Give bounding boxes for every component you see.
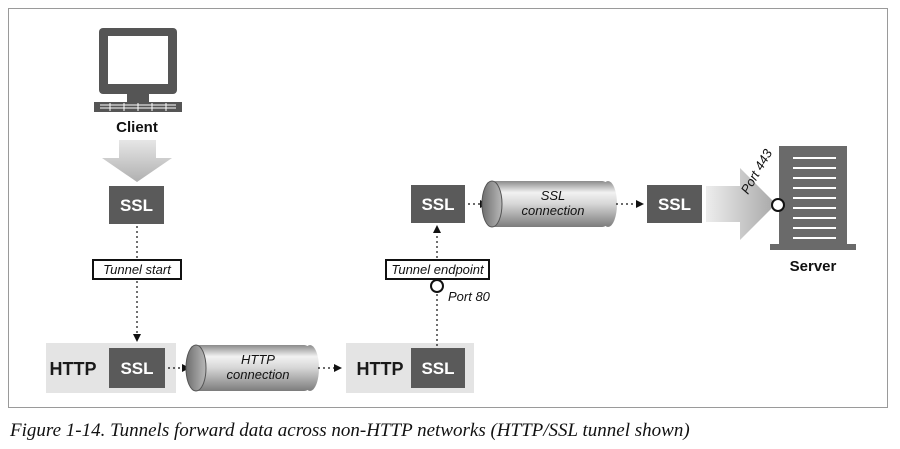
ssl-left-label: SSL [120,359,153,378]
port-80-icon [430,279,444,293]
http-right-label: HTTP [357,359,404,379]
server-icon [770,146,856,250]
server-label: Server [790,258,837,275]
ssl-right-label: SSL [421,359,454,378]
ssl-connection-line2: connection [522,203,585,218]
endpoint-ssl-label: SSL [421,195,454,214]
http-ssl-panel-left: HTTP SSL [46,343,176,393]
server-right-arrow-icon [706,168,776,240]
ssl-connection-line1: SSL [541,188,566,203]
ssl-left-box [109,348,165,388]
http-ssl-panel-right: HTTP SSL [346,343,474,393]
port-80-label: Port 80 [448,289,491,304]
server-ssl-label: SSL [658,195,691,214]
tunnel-diagram: Client SSL Tunnel start HTTP SSL HTTP co… [46,28,856,393]
client-down-arrow-icon [102,140,172,182]
client-ssl-label: SSL [120,196,153,215]
client-computer-icon [94,28,182,112]
tunnel-endpoint-label: Tunnel endpoint [391,262,485,277]
tunnel-start-label: Tunnel start [103,262,172,277]
port-443-icon [771,198,785,212]
server-ssl-box: SSL [647,185,702,223]
http-connection-pipe: HTTP connection [185,344,319,392]
ssl-connection-pipe: SSL connection [481,180,617,228]
tunnel-endpoint-box: Tunnel endpoint [385,259,490,280]
endpoint-ssl-box: SSL [411,185,465,223]
http-connection-line1: HTTP [241,352,275,367]
http-connection-line2: connection [227,367,290,382]
client-label: Client [116,119,158,136]
tunnel-start-box: Tunnel start [92,259,182,280]
client-ssl-box: SSL [109,186,164,224]
http-left-label: HTTP [50,359,97,379]
ssl-right-box [411,348,465,388]
figure-caption: Figure 1-14. Tunnels forward data across… [10,420,690,441]
